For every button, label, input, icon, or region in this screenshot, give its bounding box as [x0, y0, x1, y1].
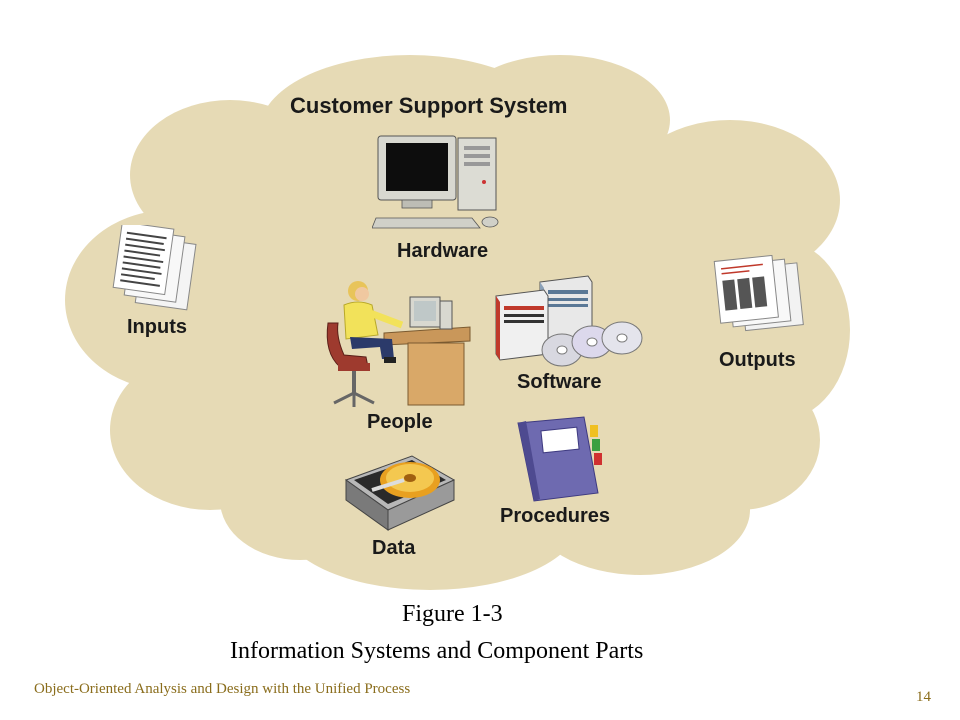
- software-label: Software: [517, 371, 601, 394]
- outputs-label: Outputs: [719, 349, 796, 372]
- inputs-label: Inputs: [127, 316, 187, 339]
- figure-number: Figure 1-3: [402, 601, 503, 628]
- diagram-title: Customer Support System: [290, 93, 568, 119]
- hardware-label: Hardware: [397, 240, 488, 263]
- page-number: 14: [916, 689, 931, 706]
- procedures-label: Procedures: [500, 505, 610, 528]
- hardware-icon: [372, 132, 507, 230]
- output-reports-icon: [712, 255, 807, 335]
- hard-drive-icon: [342, 450, 457, 535]
- footer-book-title: Object-Oriented Analysis and Design with…: [34, 681, 410, 698]
- software-boxes-icon: [492, 272, 650, 372]
- data-label: Data: [372, 537, 415, 560]
- people-label: People: [367, 411, 433, 434]
- person-at-desk-icon: [322, 275, 472, 410]
- input-documents-icon: [110, 225, 200, 315]
- procedures-binder-icon: [512, 415, 607, 505]
- figure-subtitle: Information Systems and Component Parts: [230, 638, 643, 665]
